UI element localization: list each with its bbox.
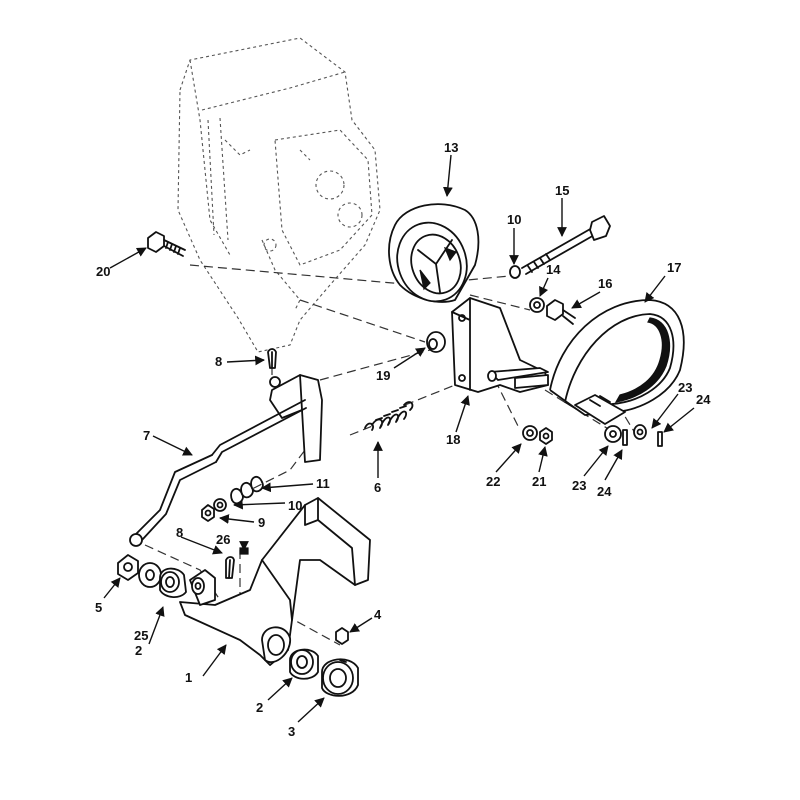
callout-20: 20 <box>96 264 110 279</box>
callout-11: 11 <box>316 476 330 491</box>
callout-2-left: 2 <box>135 643 142 658</box>
part-8-cotter-pin-lower <box>225 556 235 579</box>
engine-ghost-outline <box>177 37 381 353</box>
part-25-washer <box>138 562 162 588</box>
part-22-washer <box>522 425 538 441</box>
part-6-spring <box>364 401 414 431</box>
callout-10-top: 10 <box>507 212 521 227</box>
callout-22: 22 <box>486 474 500 489</box>
callout-labels: 1 2 2 3 4 5 6 7 8 8 9 10 10 11 13 14 15 … <box>95 140 711 739</box>
leader-lines <box>103 154 695 723</box>
part-19-bushing <box>426 331 446 353</box>
callout-17: 17 <box>667 260 681 275</box>
part-2-bushing-left <box>159 567 187 598</box>
callout-19: 19 <box>376 368 390 383</box>
callout-26: 26 <box>216 532 230 547</box>
part-9-nut <box>201 504 215 522</box>
callout-21: 21 <box>532 474 546 489</box>
part-23-washer-lower <box>604 425 622 443</box>
part-14-washer <box>529 297 545 313</box>
part-7-shift-rod <box>129 374 323 547</box>
callout-8-lower: 8 <box>176 525 183 540</box>
callout-8-top: 8 <box>215 354 222 369</box>
callout-16: 16 <box>598 276 612 291</box>
part-17-brake-band <box>549 299 685 425</box>
part-10-washer-lower <box>213 498 227 512</box>
callout-25: 25 <box>134 628 148 643</box>
callout-1: 1 <box>185 670 192 685</box>
callout-5: 5 <box>95 600 102 615</box>
callout-15: 15 <box>555 183 569 198</box>
callout-7: 7 <box>143 428 150 443</box>
part-23-washer-upper <box>633 424 647 440</box>
alignment-lines <box>144 264 639 646</box>
part-13-pulley <box>388 203 480 303</box>
callout-14: 14 <box>546 262 561 277</box>
part-1-pedal-lever <box>179 497 371 666</box>
callout-23-lower: 23 <box>572 478 586 493</box>
callout-6: 6 <box>374 480 381 495</box>
part-20-bolt <box>147 231 186 257</box>
callout-10-lower: 10 <box>288 498 302 513</box>
part-4-set-screw <box>335 627 349 645</box>
part-2-bushing-right <box>289 648 319 680</box>
part-15-long-bolt <box>521 215 611 275</box>
part-8-cotter-pin-top <box>267 348 277 369</box>
part-18-bracket <box>451 297 549 393</box>
callout-24-upper: 24 <box>696 392 711 407</box>
callout-18: 18 <box>446 432 460 447</box>
part-5-nut <box>117 554 139 581</box>
callout-2-right: 2 <box>256 700 263 715</box>
callout-9: 9 <box>258 515 265 530</box>
part-24-pin-upper <box>657 431 663 447</box>
callout-23-upper: 23 <box>678 380 692 395</box>
callout-13: 13 <box>444 140 458 155</box>
callout-24-lower: 24 <box>597 484 612 499</box>
part-3-collar <box>321 658 359 697</box>
part-16-bolt <box>546 299 576 325</box>
part-11-spring <box>230 475 264 505</box>
callout-3: 3 <box>288 724 295 739</box>
part-21-nut <box>539 427 553 445</box>
part-24-pin-lower <box>622 429 628 446</box>
part-10-washer-top <box>509 265 521 279</box>
callout-4: 4 <box>374 607 382 622</box>
